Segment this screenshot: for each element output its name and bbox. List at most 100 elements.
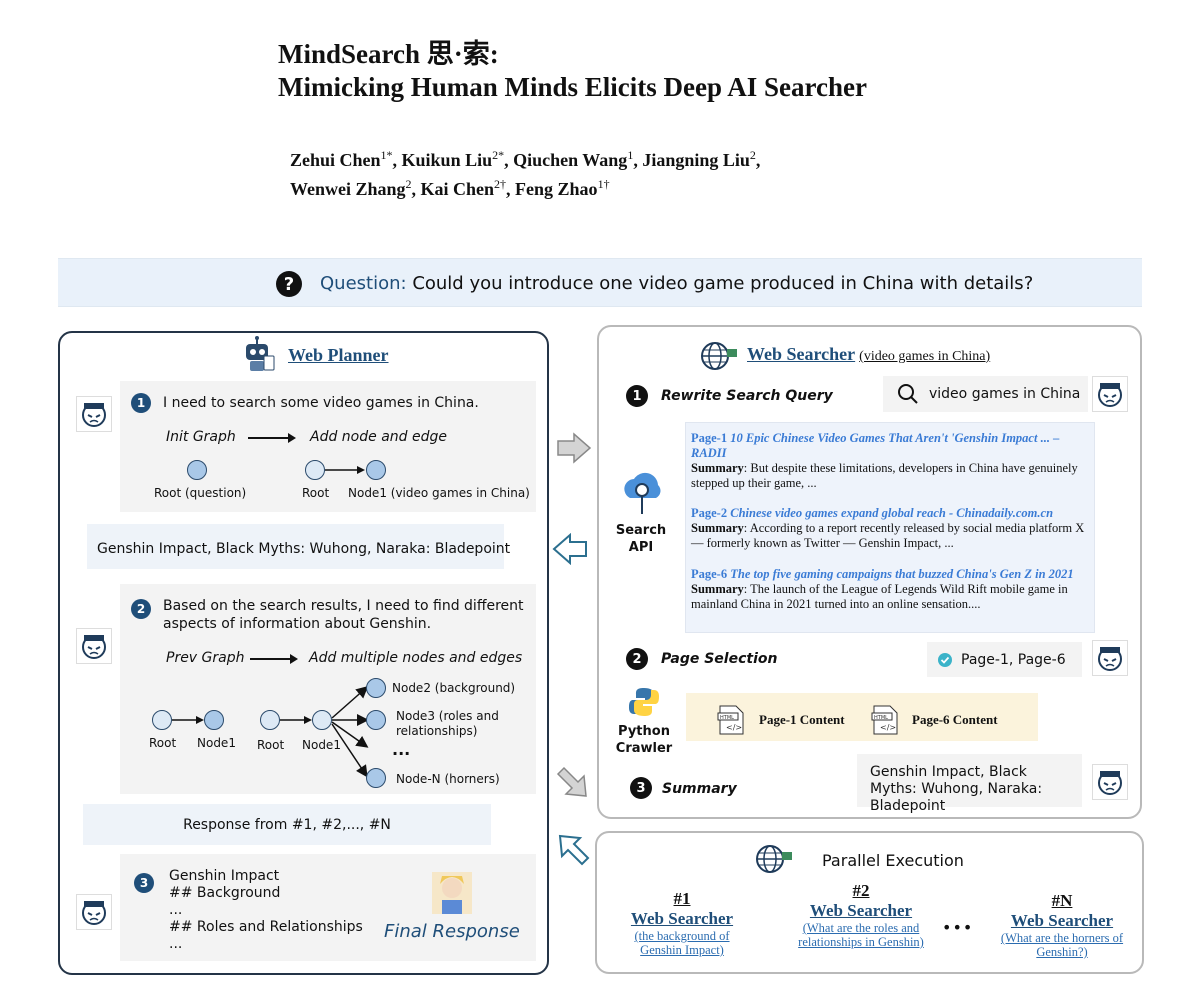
mascot-icon (82, 403, 106, 427)
summary-label: Summary (691, 461, 744, 475)
planner-step1-box (120, 381, 536, 512)
page6-content-label: Page-6 Content (912, 712, 998, 727)
step-number: 3 (134, 873, 154, 893)
graph-node-node2 (366, 678, 386, 698)
author-affil: 1 (627, 148, 634, 162)
item-number: #N (1051, 891, 1073, 910)
planner-avatar (76, 628, 112, 664)
summary-box (857, 754, 1082, 807)
search-query-text: video games in China (929, 386, 1081, 402)
author-name: Zehui Chen (290, 150, 381, 170)
init-graph-label: Init Graph (166, 429, 236, 445)
item-label[interactable]: Web Searcher (1010, 911, 1114, 930)
search-results-box (685, 422, 1095, 633)
item-label[interactable]: Web Searcher (809, 901, 913, 920)
result-title[interactable]: 10 Epic Chinese Video Games That Aren't … (691, 431, 1060, 460)
question-text: Question: Could you introduce one video … (320, 273, 1033, 294)
planner-answer-box (87, 524, 504, 569)
author-affil: 2† (494, 177, 507, 191)
response-from-text: Response from #1, #2,..., #N (183, 817, 391, 833)
game-character-icon (432, 872, 472, 914)
author-affil: 2* (492, 148, 505, 162)
search-icon (898, 384, 918, 404)
step-number: 1 (626, 385, 648, 407)
mascot-icon (1098, 383, 1122, 407)
mascot-icon (1098, 647, 1122, 671)
parallel-item[interactable]: #1 Web Searcher (the background of Gensh… (617, 889, 747, 957)
mascot-icon (82, 635, 106, 659)
node-label: Node2 (background) (392, 681, 516, 695)
parallel-execution-panel (595, 831, 1144, 974)
parallel-item[interactable]: #N Web Searcher (What are the horners of… (1000, 891, 1124, 959)
result-title[interactable]: The top five gaming campaigns that buzze… (730, 567, 1074, 581)
summary-text: Genshin Impact, Black Myths: Wuhong, Nar… (870, 764, 1043, 814)
arrow-up-left-blue-icon (558, 834, 590, 866)
author-name: Kuikun Liu (401, 150, 493, 170)
answer-text: Genshin Impact, Black Myths: Wuhong, Nar… (97, 541, 511, 557)
arrow-left-blue-icon (552, 533, 587, 565)
arrow-right-icon (248, 433, 296, 443)
crawled-content-box (686, 693, 1038, 741)
result-title[interactable]: Chinese video games expand global reach … (730, 506, 1054, 520)
prev-graph-label: Prev Graph (166, 650, 245, 666)
item-number: #2 (852, 881, 870, 900)
search-api-icon (624, 472, 661, 514)
item-query[interactable]: (What are the roles and relationships in… (798, 921, 924, 949)
item-label[interactable]: Web Searcher (630, 909, 734, 928)
item-query[interactable]: (What are the horners of Genshin?) (1000, 931, 1124, 959)
page1-content-label: Page-1 Content (759, 712, 845, 727)
question-body: Could you introduce one video game produ… (412, 273, 1034, 294)
parallel-item[interactable]: #2 Web Searcher (What are the roles and … (793, 881, 929, 949)
globe-icon (756, 845, 792, 873)
graph-node-node1 (204, 710, 224, 730)
searcher-avatar (1092, 764, 1128, 800)
arrow-right-icon (250, 654, 298, 664)
parallel-ellipsis: ••• (942, 918, 974, 937)
result-page: Page-1 (691, 431, 728, 445)
web-planner-panel (58, 331, 549, 975)
paper-title: MindSearch 思·索: Mimicking Human Minds El… (278, 38, 867, 104)
result-summary: : The launch of the League of Legends Wi… (691, 582, 1068, 611)
author-name: Kai Chen (420, 179, 495, 199)
mascot-icon (82, 901, 106, 925)
question-icon: ? (276, 271, 302, 297)
step-number: 1 (131, 393, 151, 413)
result-summary: : But despite these limitations, develop… (691, 461, 1078, 490)
svg-text:HTML: HTML (720, 715, 734, 721)
response-line: Genshin Impact (169, 868, 280, 884)
summary-label: Summary (691, 521, 744, 535)
response-line: ... (169, 902, 183, 918)
summary-label: Summary (691, 582, 744, 596)
edge-arrow (325, 466, 365, 474)
node-label: Node1 (197, 736, 236, 750)
author-affil: 2 (405, 177, 412, 191)
arrow-down-right-gray-icon (556, 766, 587, 797)
rewrite-query-label: Rewrite Search Query (661, 388, 833, 404)
response-from-box (83, 804, 491, 845)
node-label: Root (302, 486, 330, 500)
check-icon (938, 653, 952, 667)
graph-node-root (187, 460, 207, 480)
response-line: ... (169, 936, 183, 952)
web-searcher-panel (597, 325, 1142, 819)
author-name: Jiangning Liu (642, 150, 750, 170)
node-label: Node1 (video games in China) (348, 486, 530, 500)
step-number: 2 (131, 599, 151, 619)
search-query-box (883, 376, 1088, 412)
graph-node-node1 (366, 460, 386, 480)
final-response-body: Genshin Impact ## Background ... ## Role… (169, 868, 363, 953)
item-query[interactable]: (the background of Genshin Impact) (634, 929, 730, 957)
planner-avatar (76, 894, 112, 930)
author-name: Wenwei Zhang (290, 179, 406, 199)
searcher-avatar (1092, 640, 1128, 676)
add-node-edge-label: Add node and edge (310, 429, 447, 445)
question-label: Question: (320, 273, 407, 294)
planner-avatar (76, 396, 112, 432)
authors: Zehui Chen1*, Kuikun Liu2*, Qiuchen Wang… (290, 148, 761, 199)
python-crawler-label: Python Crawler (615, 724, 673, 756)
item-number: #1 (673, 889, 691, 908)
parallel-title: Parallel Execution (822, 851, 964, 870)
svg-text:</>: </> (880, 723, 896, 732)
svg-text:</>: </> (726, 723, 742, 732)
author-affil: 1† (597, 177, 610, 191)
